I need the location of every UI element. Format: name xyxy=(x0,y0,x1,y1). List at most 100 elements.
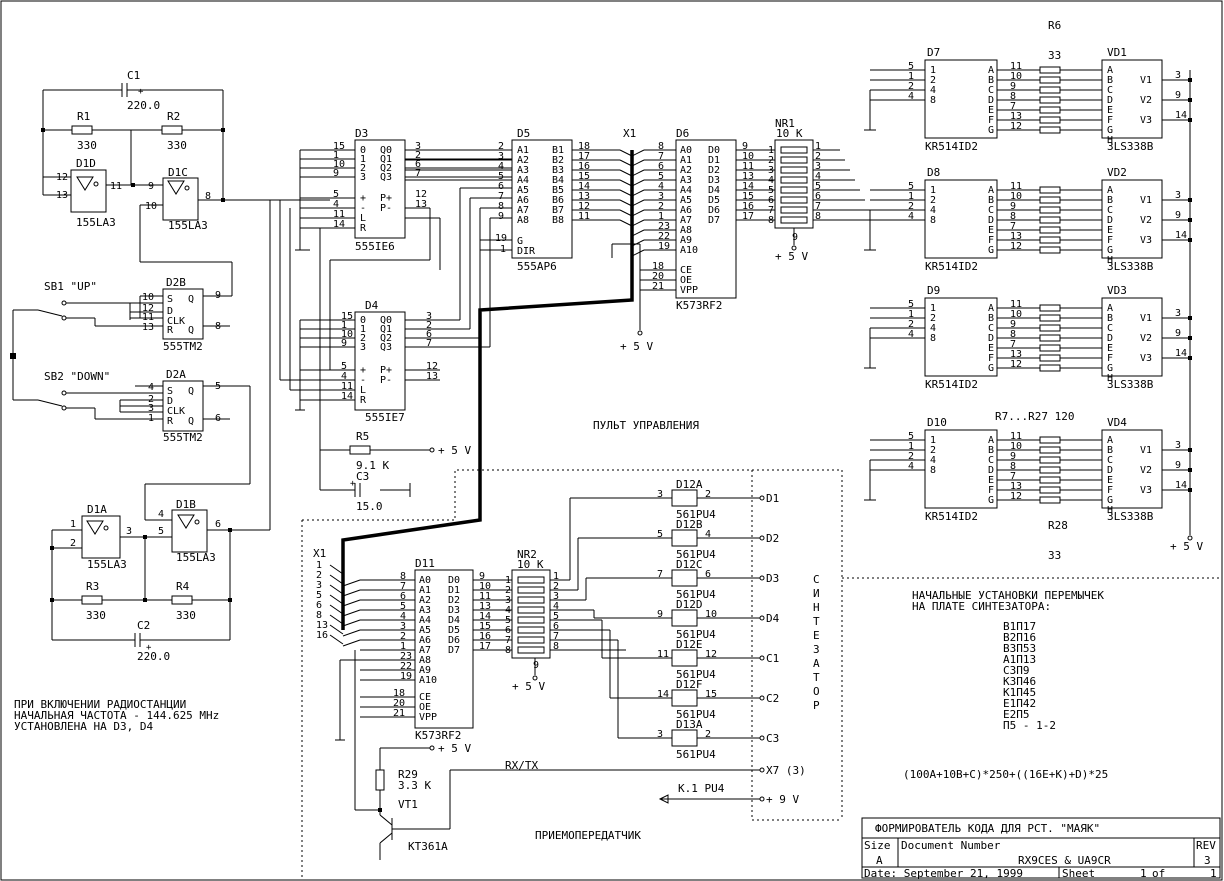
pin-label: 5 xyxy=(400,601,406,612)
resistor xyxy=(1039,446,1061,454)
pin-label: 21 xyxy=(393,708,405,719)
resistor xyxy=(780,216,808,224)
pin-label: 8 xyxy=(658,141,664,152)
pin-label: 21 xyxy=(652,281,664,292)
synth-border xyxy=(302,469,843,820)
pin-label: P- xyxy=(380,203,392,214)
d12e-buffer xyxy=(671,649,698,667)
pin-label: 2 xyxy=(426,320,432,331)
svg-text:Q: Q xyxy=(188,325,194,336)
pin-label: H xyxy=(1107,255,1113,266)
pin-label: D7 xyxy=(448,645,460,656)
d13a-buffer xyxy=(671,729,698,747)
pin-label: 6 xyxy=(426,329,432,340)
pin-label: 7 xyxy=(768,205,774,216)
vd2-ref: VD2 xyxy=(1107,166,1127,179)
svg-text:4: 4 xyxy=(158,509,164,520)
sheet-total: 1 xyxy=(1210,867,1217,880)
pin-label: 2 xyxy=(768,155,774,166)
vd2-part: 3LS338B xyxy=(1107,260,1154,273)
pin-label: 4 xyxy=(930,455,936,466)
pin-label: 14 xyxy=(1175,348,1187,359)
svg-text:8: 8 xyxy=(215,321,221,332)
v9-label: + 9 V xyxy=(766,793,799,806)
d1a-ref: D1A xyxy=(87,503,107,516)
pin-label: 8 xyxy=(498,201,504,212)
pin-label: A2 xyxy=(419,595,431,606)
pin-label: 4 xyxy=(705,529,711,540)
pin-label: C xyxy=(988,455,994,466)
pin-label: R xyxy=(360,395,367,406)
d8-ref: D8 xyxy=(927,166,940,179)
pin-label: 5 xyxy=(553,611,559,622)
pin-label: P+ xyxy=(380,193,392,204)
c1-ref: C1 xyxy=(127,69,140,82)
pin-label: D xyxy=(1107,333,1113,344)
pin-label: V1 xyxy=(1140,445,1152,456)
resistor xyxy=(1039,364,1061,372)
pin-label: 6 xyxy=(658,161,664,172)
pin-label: 4 xyxy=(658,181,664,192)
pin-label: V3 xyxy=(1140,235,1152,246)
synth-label-7: А xyxy=(813,657,820,670)
pin-label: A7 xyxy=(419,645,431,656)
pin-label: D2 xyxy=(708,165,720,176)
d1c-part: 155LA3 xyxy=(168,219,208,232)
jumper-item: С3П9 xyxy=(1003,664,1030,677)
pin-label: 4 xyxy=(930,205,936,216)
svg-text:9: 9 xyxy=(215,290,221,301)
d2a-ref: D2A xyxy=(166,368,186,381)
d12a-ref: D12A xyxy=(676,478,703,491)
pin-label: 14 xyxy=(657,689,669,700)
d12d-buffer xyxy=(671,609,698,627)
pin-label: D2 xyxy=(448,595,460,606)
x1-bus xyxy=(341,150,634,630)
pin-label: 8 xyxy=(400,571,406,582)
pin-label: D xyxy=(988,215,994,226)
nr1-ref: NR1 xyxy=(775,117,795,130)
pin-label: 11 xyxy=(1010,61,1022,72)
resistor xyxy=(517,586,545,594)
vt1-transistor xyxy=(354,650,760,860)
pin-label: E xyxy=(1107,343,1113,354)
pin-label: D4 xyxy=(448,615,460,626)
pin-label: 4 xyxy=(930,85,936,96)
pin-label: 2 xyxy=(505,585,511,596)
pin-label: 4 xyxy=(908,461,914,472)
vd4-part: 3LS338B xyxy=(1107,510,1154,523)
resistor xyxy=(1039,436,1061,444)
terminal xyxy=(759,535,765,541)
d8-chip xyxy=(924,179,998,259)
pin-label: 2 xyxy=(400,631,406,642)
pin-label: - xyxy=(360,375,366,386)
pin-label: 5 xyxy=(908,299,914,310)
svg-text:8: 8 xyxy=(205,191,211,202)
d3-ref: D3 xyxy=(355,127,368,140)
pin-label: A6 xyxy=(680,205,692,216)
resistor xyxy=(517,576,545,584)
pin-label: 1 xyxy=(908,191,914,202)
pin-label: 15 xyxy=(705,689,717,700)
pin-label: 9 xyxy=(792,232,798,243)
vd1-ref: VD1 xyxy=(1107,46,1127,59)
pin-label: Q1 xyxy=(380,324,392,335)
svg-text:S: S xyxy=(167,386,173,397)
pin-label: F xyxy=(988,115,994,126)
pin-label: B4 xyxy=(552,175,564,186)
pin-label: 10 xyxy=(742,151,754,162)
pin-label: 5 xyxy=(908,431,914,442)
k1-label: K.1 PU4 xyxy=(678,782,725,795)
title-text: ФОРМИРОВАТЕЛЬ КОДА ДЛЯ РСТ. "МАЯК" xyxy=(875,822,1100,835)
pin-label: 16 xyxy=(316,630,328,641)
resistor xyxy=(1039,86,1061,94)
svg-text:CLK: CLK xyxy=(167,406,185,417)
d5-part: 555AP6 xyxy=(517,260,557,273)
pin-label: E xyxy=(1107,105,1113,116)
terminal xyxy=(759,615,765,621)
resistor xyxy=(517,596,545,604)
pin-label: 1 xyxy=(768,145,774,156)
pin-label: 7 xyxy=(1010,471,1016,482)
pin-label: B xyxy=(988,195,994,206)
pin-label: 4 xyxy=(908,329,914,340)
